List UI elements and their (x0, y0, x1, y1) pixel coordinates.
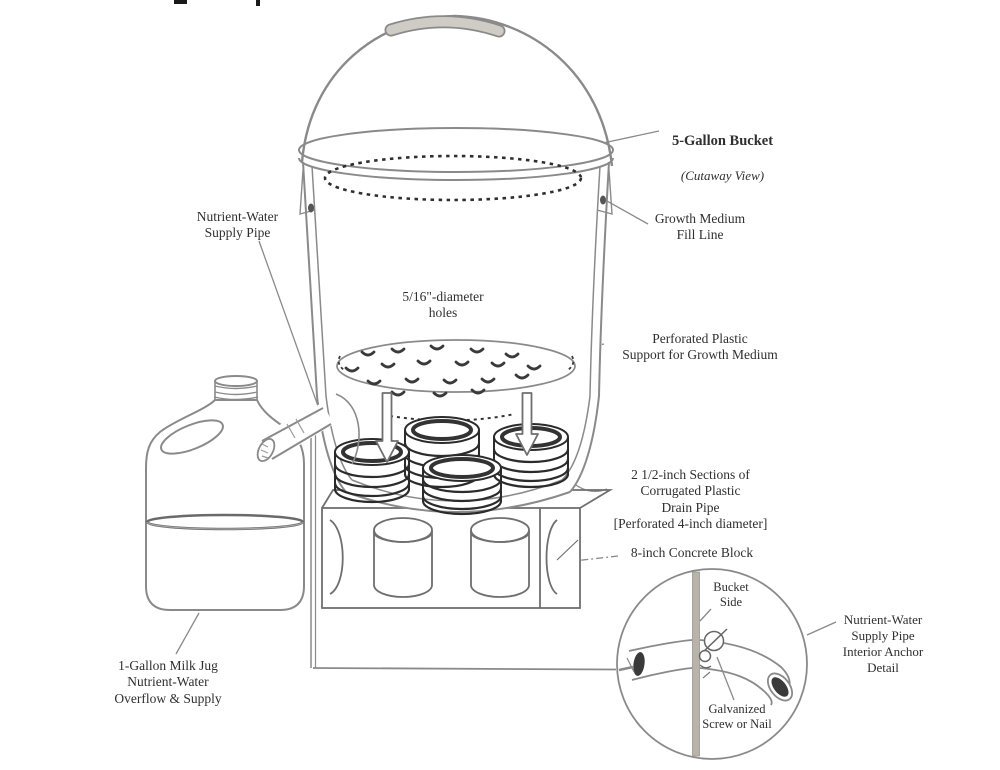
flow-arrows (375, 392, 539, 463)
growth-medium-fill-line-dashes (323, 154, 583, 202)
milk-jug (145, 375, 305, 611)
bucket-rim (298, 127, 614, 173)
concrete-block (321, 489, 614, 609)
jug-handle-hole (160, 419, 224, 455)
block-core-hole (373, 517, 433, 598)
handle-tab-right (596, 169, 613, 215)
jug-water-level (145, 513, 305, 531)
jug-cap (213, 375, 259, 401)
supply-pipe (256, 393, 360, 465)
ground-line (310, 410, 617, 671)
drain-pipe-sections (333, 416, 570, 516)
milk-jug-label: 1-Gallon Milk Jug Nutrient-Water Overflo… (114, 658, 222, 706)
block-notch-left (329, 519, 344, 595)
perforated-support-plate (336, 339, 576, 398)
leader-galvanized (716, 656, 735, 701)
block-notch-right (545, 519, 558, 595)
leader-bucket-title (602, 130, 660, 144)
bucket-wall-entry-hole (335, 393, 360, 465)
leader-concrete-block (547, 555, 619, 565)
leader-milk-jug (175, 612, 200, 655)
plate-holes (344, 344, 542, 398)
galvanized-screw-label: Galvanized Screw or Nail (702, 702, 772, 732)
holes-label: 5/16"-diameter holes (402, 289, 484, 321)
detail-circle (616, 568, 837, 760)
concrete-block-label: 8-inch Concrete Block (630, 545, 754, 560)
growth-medium-label: Growth Medium Fill Line (654, 211, 746, 243)
leader-supply-pipe (258, 240, 319, 407)
supply-pipe-label: Nutrient-Water Supply Pipe (196, 209, 279, 241)
bucket-label: 5-Gallon Bucket (Cutaway View) (640, 117, 805, 200)
bucket-side-wall (692, 571, 700, 757)
bucket-label-title: 5-Gallon Bucket (671, 133, 774, 150)
block-core-hole (470, 517, 530, 598)
drain-pipe-section (421, 454, 503, 516)
bucket-handle (300, 14, 614, 167)
anchor-pipe (626, 639, 794, 706)
cropped-text-fragment (174, 0, 260, 6)
screw-icon (698, 628, 728, 679)
bucket-label-subtitle: (Cutaway View) (680, 167, 765, 183)
handle-rivet (600, 195, 606, 205)
down-arrow-icon (375, 392, 399, 463)
handle-rivet (308, 203, 314, 213)
leader-bucket-side (699, 608, 712, 622)
detail-leader-lines (699, 608, 837, 701)
perforated-support-label: Perforated Plastic Support for Growth Me… (622, 331, 778, 363)
drain-pipe-label: 2 1/2-inch Sections of Corrugated Plasti… (613, 467, 768, 532)
anchor-detail-label: Nutrient-Water Supply Pipe Interior Anch… (842, 612, 924, 675)
down-arrow-icon (515, 392, 539, 456)
leader-anchor-detail (806, 621, 837, 636)
bucket-side-label: Bucket Side (713, 580, 749, 610)
